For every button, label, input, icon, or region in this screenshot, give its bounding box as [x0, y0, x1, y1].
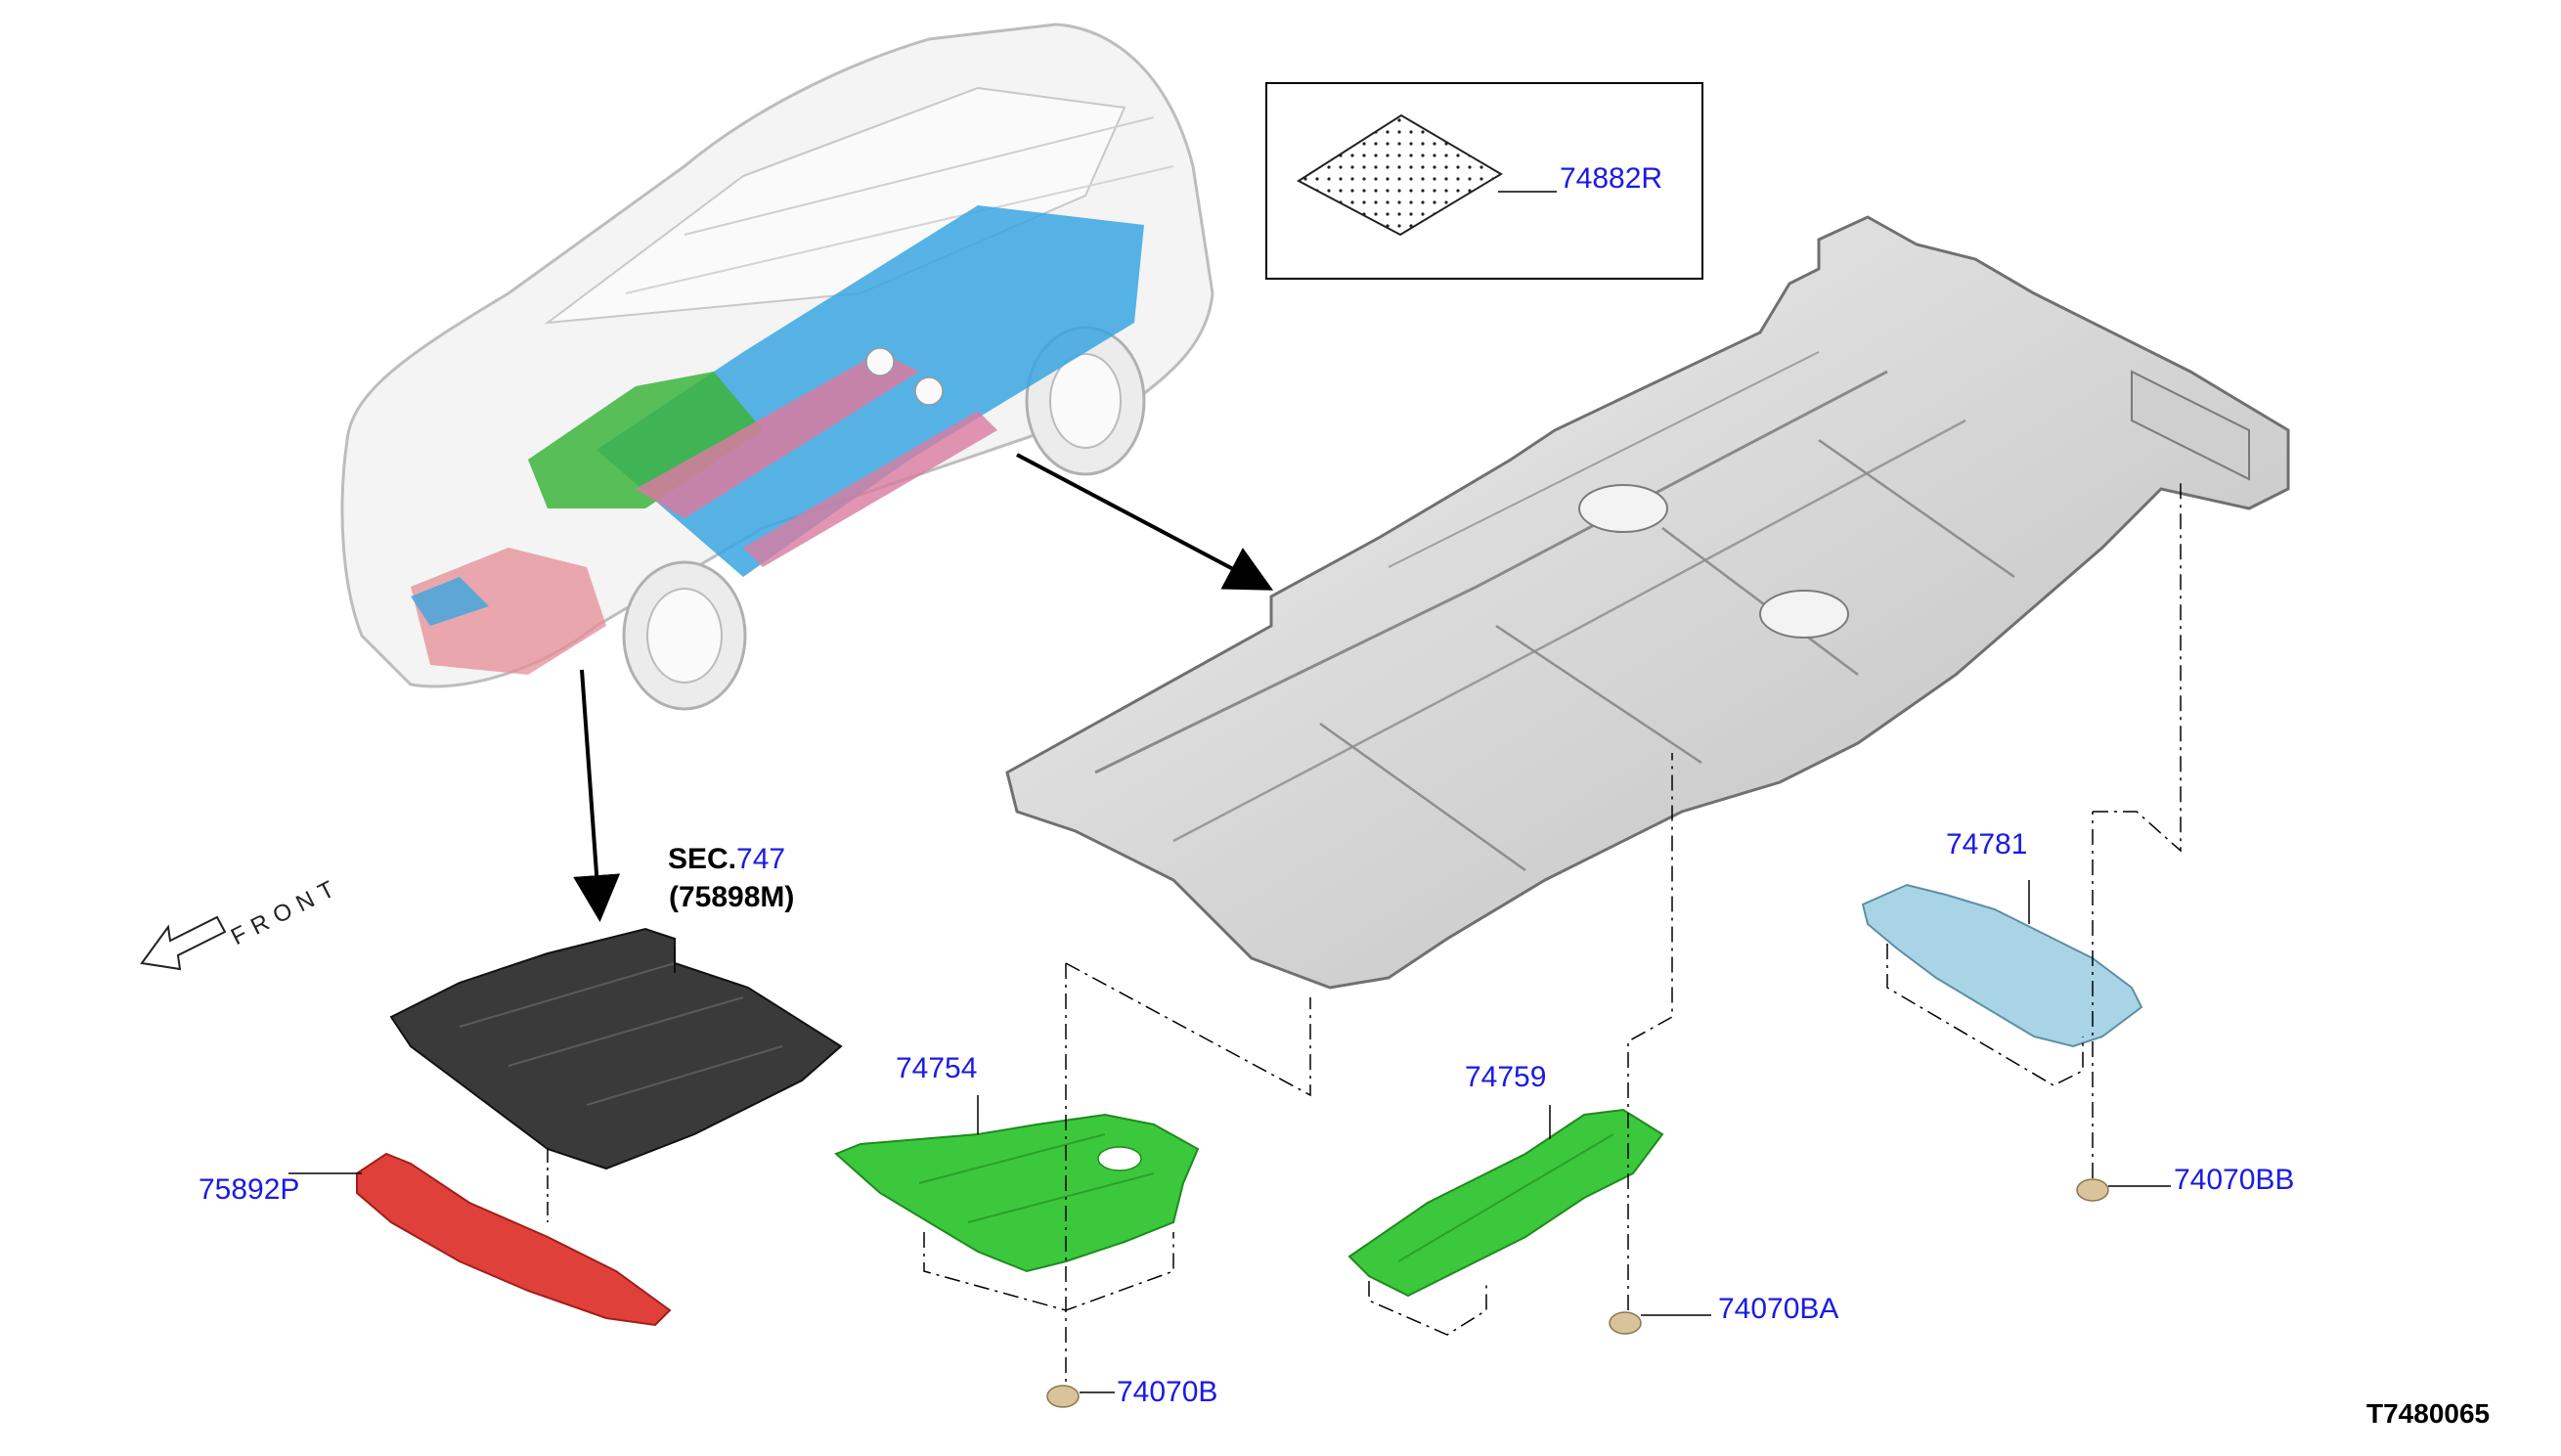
leader-lines: [923, 479, 2182, 1384]
vehicle-floor-green: [528, 372, 763, 508]
section-reference: SEC.747: [668, 845, 785, 874]
floor-panel: [1005, 215, 2290, 990]
vehicle-illustration: [340, 22, 1214, 711]
inset-box: [1265, 82, 1703, 280]
label-75892P[interactable]: 75892P: [199, 1173, 300, 1206]
label-74070B[interactable]: 74070B: [1117, 1376, 1218, 1408]
clip-74070BA: [1609, 1311, 1642, 1335]
insulator-74759: [1347, 1108, 1664, 1298]
diagram-id: T7480065: [2366, 1398, 2491, 1429]
insulator-74754: [834, 1113, 1200, 1273]
label-74759[interactable]: 74759: [1465, 1061, 1547, 1093]
floor-mat-74882R: [1297, 113, 1503, 237]
arrow-to-floor: [1016, 453, 1274, 591]
floor-panel-assembly: [1005, 215, 2290, 990]
engine-undercover: [389, 927, 843, 1170]
vehicle-floor-pink: [636, 352, 919, 518]
front-arrow-icon: [140, 915, 227, 971]
sec-prefix: SEC.: [668, 843, 737, 875]
clip-74070B: [1046, 1385, 1080, 1408]
floor-hole-rear: [1759, 590, 1849, 639]
label-74882R[interactable]: 74882R: [1560, 162, 1663, 195]
front-undercover-75892P: [356, 1152, 672, 1327]
floor-hole-front: [1578, 484, 1668, 533]
sec-number-link[interactable]: 747: [736, 843, 786, 875]
sec-sub-reference: (75898M): [669, 881, 795, 913]
arrow-to-undercover: [573, 669, 621, 922]
label-74070BB[interactable]: 74070BB: [2174, 1164, 2295, 1196]
clip-74070BB: [2076, 1178, 2109, 1202]
insulator-74781: [1861, 883, 2143, 1048]
label-74754[interactable]: 74754: [896, 1052, 978, 1084]
label-74070BA[interactable]: 74070BA: [1718, 1293, 1839, 1325]
label-74781[interactable]: 74781: [1946, 828, 2028, 860]
